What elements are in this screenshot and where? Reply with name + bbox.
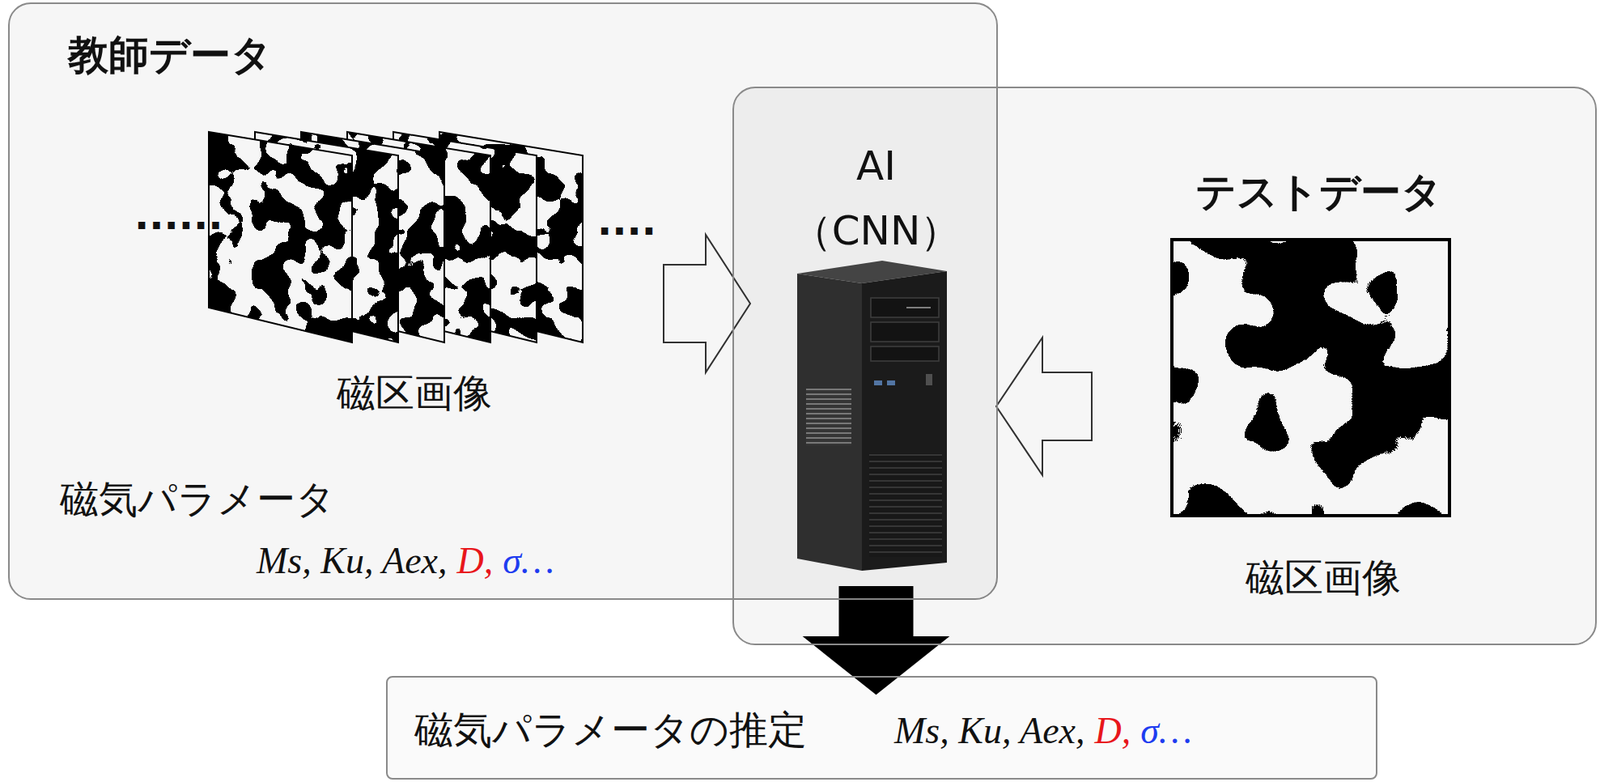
parameter-list: Ms, Ku, Aex, [256, 538, 448, 583]
ellipsis-mark: ...... [134, 195, 223, 235]
estimation-box: 磁気パラメータの推定 Ms, Ku, Aex,D,σ… [386, 675, 1378, 780]
test-data-panel: テストデータ磁区画像 [732, 86, 1597, 646]
parameter-list: Ms, Ku, Aex, [894, 708, 1086, 753]
parameter-d: D, [457, 538, 494, 583]
parameter-sigma: σ… [1140, 708, 1193, 753]
parameter-d: D, [1094, 708, 1132, 753]
parameter-sigma: σ… [502, 538, 555, 583]
image-caption: 磁区画像 [336, 369, 493, 417]
ellipsis-mark: .... [597, 201, 657, 241]
panel-heading: テストデータ [1195, 167, 1443, 217]
image-caption: 磁区画像 [1245, 554, 1401, 602]
panel-heading: 教師データ [67, 30, 272, 80]
result-heading: 磁気パラメータの推定 [414, 706, 807, 754]
parameter-heading: 磁気パラメータ [59, 475, 336, 523]
